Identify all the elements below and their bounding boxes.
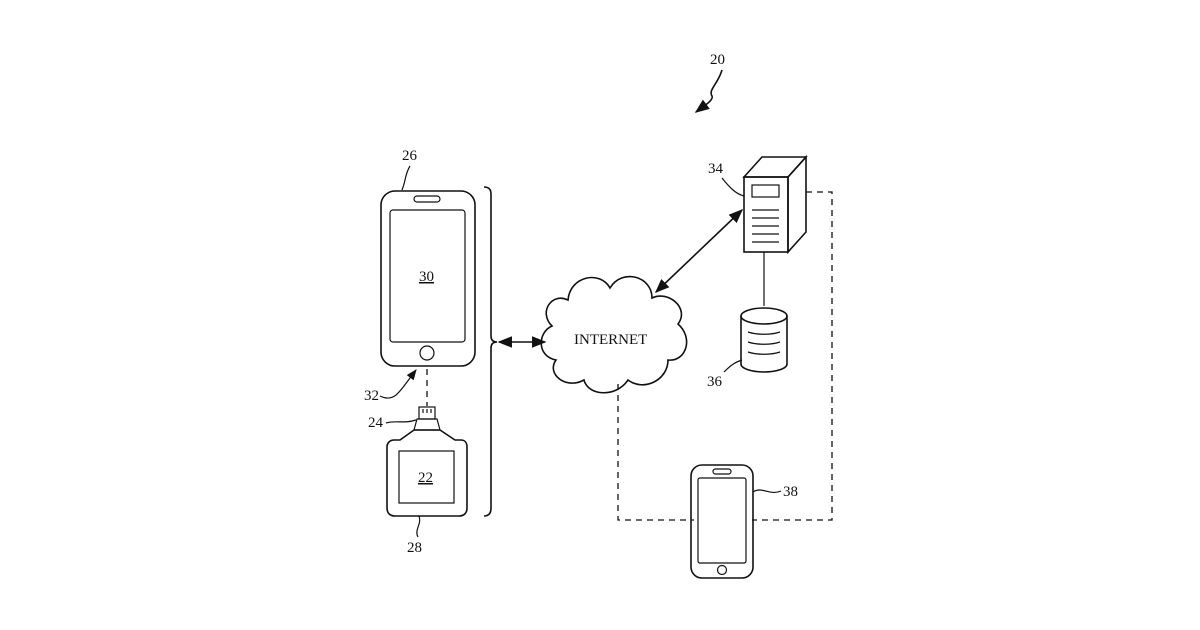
- cloud-server-link: [656, 210, 742, 292]
- server-remote-dashed-link: [752, 192, 832, 520]
- label-36: 36: [707, 374, 723, 390]
- remote-phone-screen: [698, 478, 746, 563]
- cloud-remote-dashed-link: [618, 384, 694, 520]
- device-22: 22 28: [387, 430, 467, 556]
- internet-cloud: INTERNET: [541, 277, 686, 393]
- label-28: 28: [407, 540, 422, 556]
- label-34: 34: [708, 161, 724, 177]
- database-36: 36: [707, 308, 787, 390]
- group-bracket: [484, 187, 545, 516]
- label-26: 26: [402, 148, 418, 164]
- phone-speaker: [414, 196, 440, 202]
- label-38: 38: [783, 484, 798, 500]
- label-20: 20: [710, 52, 725, 68]
- connector-24: 24: [368, 407, 440, 431]
- label-22: 22: [418, 470, 433, 486]
- server-34: 34: [708, 157, 806, 252]
- remote-phone-body: [691, 465, 753, 578]
- label-32: 32: [364, 388, 379, 404]
- system-reference: 20: [696, 52, 725, 112]
- label-24: 24: [368, 415, 384, 431]
- internet-label: INTERNET: [574, 332, 647, 348]
- server-front: [744, 177, 788, 252]
- remote-phone-38: 38: [691, 465, 798, 578]
- phone-home-button: [420, 346, 434, 360]
- label-30: 30: [419, 269, 434, 285]
- smartphone-26: 30 26: [381, 148, 475, 366]
- connection-32: 32: [364, 369, 427, 406]
